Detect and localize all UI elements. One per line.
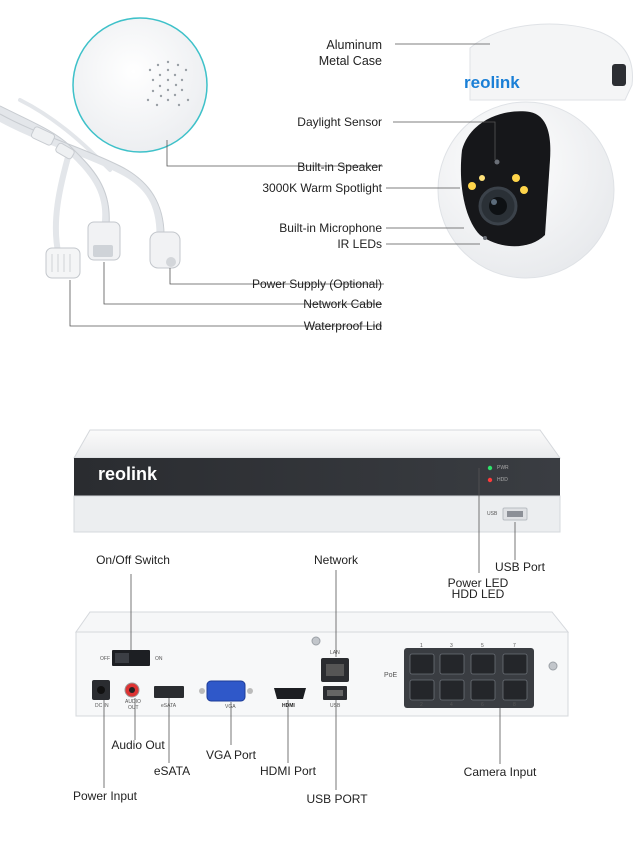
label-case-line2: Metal Case <box>318 54 382 68</box>
waterproof-lid-connector <box>45 247 81 279</box>
rear-off-label: OFF <box>100 656 110 662</box>
label-power-supply: Power Supply (Optional) <box>251 277 382 291</box>
hdd-indicator-label: HDD <box>497 477 508 483</box>
label-network: Network <box>313 553 359 567</box>
label-usb-port-front: USB Port <box>495 560 546 574</box>
front-usb-small-label: USB <box>487 511 498 517</box>
nvr-rear-illustration <box>75 611 570 717</box>
label-usb-port-rear: USB PORT <box>306 792 368 806</box>
rear-esata-label: eSATA <box>161 703 177 709</box>
label-vga-port: VGA Port <box>205 748 257 762</box>
power-connector <box>149 231 181 269</box>
label-power-input: Power Input <box>72 789 138 803</box>
label-daylight-sensor: Daylight Sensor <box>297 115 382 129</box>
label-power-led: Power LED <box>447 576 509 590</box>
label-hdmi-port: HDMI Port <box>259 764 317 778</box>
rear-poe-label: PoE <box>384 672 398 679</box>
rear-vga-label: VGA <box>225 704 236 710</box>
rear-dc-in-label: DC IN <box>95 703 109 709</box>
rear-audio-label-1: AUDIO <box>125 699 141 705</box>
label-camera-input: Camera Input <box>463 765 537 779</box>
label-warm-spotlight: 3000K Warm Spotlight <box>262 181 382 195</box>
nvr-front-leader-lines <box>478 468 516 573</box>
pwr-indicator-label: PWR <box>497 465 509 471</box>
rear-port-5: 5 <box>481 643 484 649</box>
rear-port-4: 4 <box>450 702 453 708</box>
label-onoff-switch: On/Off Switch <box>96 553 170 567</box>
label-waterproof-lid: Waterproof Lid <box>303 319 382 333</box>
network-connector <box>87 221 121 261</box>
rear-port-7: 7 <box>513 643 516 649</box>
rear-port-1: 1 <box>420 643 423 649</box>
speaker-zoom-illustration <box>72 17 208 153</box>
label-ir-leds: IR LEDs <box>337 237 382 251</box>
rear-port-2: 2 <box>420 702 423 708</box>
label-built-in-speaker: Built-in Speaker <box>297 160 382 174</box>
rear-on-label: ON <box>155 656 163 662</box>
rear-audio-label-2: OUT <box>128 705 139 711</box>
label-network-cable: Network Cable <box>303 297 382 311</box>
rear-hdmi-label: HDMI <box>282 703 295 709</box>
rear-usb-label: USB <box>330 703 341 709</box>
rear-lan-label: LAN <box>330 650 340 656</box>
label-built-in-microphone: Built-in Microphone <box>279 221 382 235</box>
rear-port-3: 3 <box>450 643 453 649</box>
cable-clip <box>30 126 75 160</box>
label-audio-out: Audio Out <box>111 738 165 752</box>
camera-leader-lines <box>69 43 496 327</box>
label-case-line1: Aluminum <box>326 38 382 52</box>
label-hdd-led: HDD LED <box>451 587 505 601</box>
camera-brand-logo: reolink <box>464 73 520 92</box>
rear-port-6: 6 <box>481 702 484 708</box>
camera-illustration <box>437 23 634 279</box>
nvr-brand-logo: reolink <box>98 464 158 484</box>
nvr-rear-leader-lines <box>103 570 501 790</box>
label-esata: eSATA <box>153 764 191 778</box>
rear-port-8: 8 <box>513 702 516 708</box>
